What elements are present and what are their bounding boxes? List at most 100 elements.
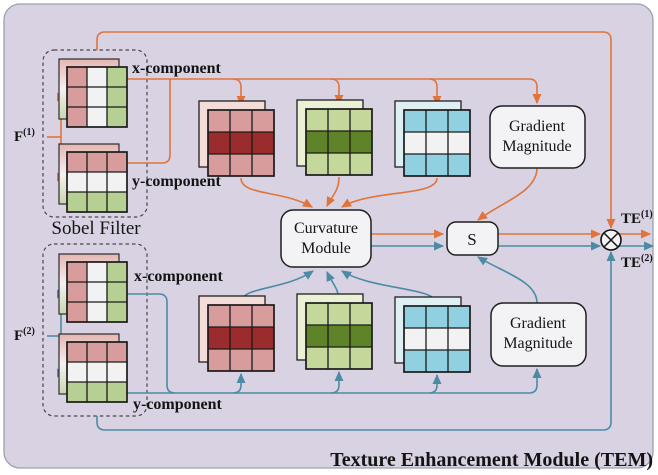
s-box-label: S (467, 230, 476, 249)
grid-lines (67, 67, 127, 127)
grid-col (67, 262, 87, 322)
grid-row (67, 152, 127, 172)
y-component-label-top: y-component (132, 173, 222, 190)
grid-lines (67, 262, 127, 322)
branch-to-green-map-top (330, 78, 344, 106)
grid-row (208, 305, 274, 327)
grid-frame (305, 302, 373, 370)
grid-row (404, 132, 470, 154)
sobel-y-kernel-bottom (58, 333, 128, 403)
grid-row (306, 153, 372, 175)
grid-row (306, 131, 372, 153)
grid-row (208, 349, 274, 371)
s-box (446, 221, 499, 256)
grid-frame (403, 109, 471, 177)
grid-col (87, 67, 107, 127)
f1-label: F(1) (14, 127, 35, 145)
orange-flow-arrows (47, 31, 652, 239)
grid-row (67, 382, 127, 402)
grid-lines (208, 305, 274, 371)
sobel-filter-box-bottom (42, 243, 148, 417)
grid-frame (66, 261, 128, 323)
sobel-y-kernel-top (58, 143, 128, 213)
curvature-module-label-line1: Curvature (294, 220, 358, 237)
blue-map-to-curvature-arrow (341, 177, 438, 208)
grid-row (306, 325, 372, 347)
blue-gradient-map-top (394, 100, 471, 177)
grid-lines (306, 303, 372, 369)
y-component-label-bottom: y-component (133, 396, 223, 413)
branch-to-blue-map-bottom (428, 373, 442, 394)
grid-row (306, 109, 372, 131)
branch-to-red-map-bottom (232, 372, 246, 394)
green-gradient-map-top (296, 99, 373, 176)
grid-lines (67, 152, 127, 212)
grid-frame (207, 109, 275, 177)
xcomp-distribution-line (127, 78, 542, 105)
curvature-module-label-line2: Module (301, 240, 351, 257)
green-map-to-curvature-arrow (326, 176, 340, 208)
sobel-x-kernel-top (58, 58, 128, 128)
grid-lines (404, 306, 470, 372)
grid-lines (208, 110, 274, 176)
te2-label: TE(2) (621, 253, 653, 271)
ycomp-distribution-line-bottom (127, 367, 542, 394)
grid-row (67, 172, 127, 192)
grid-row (208, 327, 274, 349)
grid-frame (305, 108, 373, 176)
grid-row (208, 132, 274, 154)
gradient-magnitude-top-line1: Gradient (509, 118, 566, 135)
gradient-magnitude-box-top (489, 105, 586, 169)
grid-row (208, 154, 274, 176)
grid-col (107, 262, 127, 322)
grid-lines (67, 342, 127, 402)
grid-row (404, 306, 470, 328)
xcomp-join-line-bottom (127, 293, 176, 394)
grid-row (67, 362, 127, 382)
multiply-icon (600, 229, 622, 251)
grid-frame (207, 304, 275, 372)
grid-row (404, 110, 470, 132)
x-component-label-bottom: x-component (134, 268, 224, 285)
grid-lines (306, 109, 372, 175)
gradient-magnitude-bottom-line2: Magnitude (503, 335, 572, 352)
blue-gradient-map-bottom (394, 296, 471, 373)
gradient-magnitude-box-bottom (490, 302, 587, 367)
sobel-x-kernel-bottom (58, 253, 128, 323)
green-gradient-map-bottom (296, 293, 373, 370)
grid-col (67, 67, 87, 127)
branch-to-blue-map-top (428, 78, 442, 107)
gradient-bottom-to-s-arrow (477, 256, 538, 304)
grid-row (306, 347, 372, 369)
gradient-magnitude-bottom-line1: Gradient (510, 315, 567, 332)
grid-row (306, 303, 372, 325)
gradient-magnitude-top-line2: Magnitude (502, 138, 571, 155)
grid-col (107, 67, 127, 127)
grid-row (208, 110, 274, 132)
ycomp-join-line (127, 79, 171, 164)
grid-lines (404, 110, 470, 176)
red-map-to-curvature-arrow (240, 177, 313, 208)
sobel-filter-label: Sobel Filter (51, 218, 141, 239)
branch-to-green-map-bottom (330, 370, 344, 394)
curvature-module-box (280, 209, 372, 268)
te1-label: TE(1) (621, 209, 653, 227)
multiply-cross (603, 232, 619, 248)
grid-col (87, 262, 107, 322)
red-gradient-map-top (198, 100, 275, 177)
grid-row (67, 342, 127, 362)
f2-label: F(2) (14, 326, 35, 344)
grid-frame (66, 66, 128, 128)
grid-frame (66, 341, 128, 403)
sobel-filter-box-top (42, 49, 148, 218)
grid-row (67, 192, 127, 212)
bottom-bypass-arrow (96, 250, 616, 431)
branch-to-red-map-top (232, 78, 246, 107)
x-component-label-top: x-component (132, 60, 222, 77)
grid-row (404, 328, 470, 350)
gradient-top-to-s-arrow (477, 167, 538, 221)
grid-frame (403, 305, 471, 373)
top-bypass-arrow (96, 31, 616, 230)
grid-row (404, 154, 470, 176)
